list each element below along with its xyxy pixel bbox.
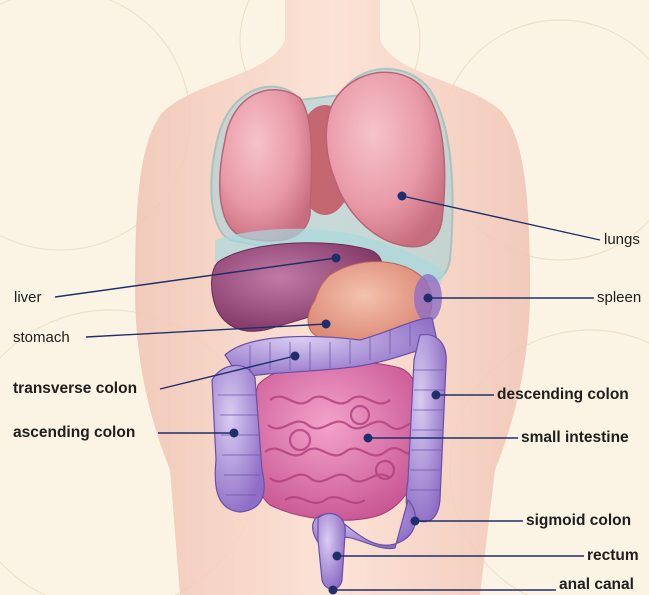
- descending-colon-dot: [432, 391, 441, 400]
- spleen-dot: [424, 294, 433, 303]
- transverse-colon-dot: [291, 352, 300, 361]
- small-intestine-dot: [364, 434, 373, 443]
- ascending-colon-dot: [230, 429, 239, 438]
- sigmoid-colon-label: sigmoid colon: [526, 512, 631, 530]
- liver-dot: [332, 254, 341, 263]
- stomach-dot: [322, 320, 331, 329]
- rectum-dot: [333, 552, 342, 561]
- small-intestine-label: small intestine: [521, 429, 629, 447]
- transverse-colon-label: transverse colon: [13, 380, 137, 398]
- spleen-label: spleen: [597, 289, 641, 307]
- ascending-colon-label: ascending colon: [13, 424, 135, 442]
- lungs-label: lungs: [604, 231, 640, 249]
- descending-colon-label: descending colon: [497, 386, 629, 404]
- rectum-label: rectum: [587, 547, 639, 565]
- liver-label: liver: [14, 289, 42, 307]
- lungs-dot: [398, 192, 407, 201]
- anal-canal-label: anal canal: [559, 576, 634, 594]
- sigmoid-colon-dot: [411, 517, 420, 526]
- stomach-label: stomach: [13, 329, 70, 347]
- anal-canal-dot: [329, 586, 338, 595]
